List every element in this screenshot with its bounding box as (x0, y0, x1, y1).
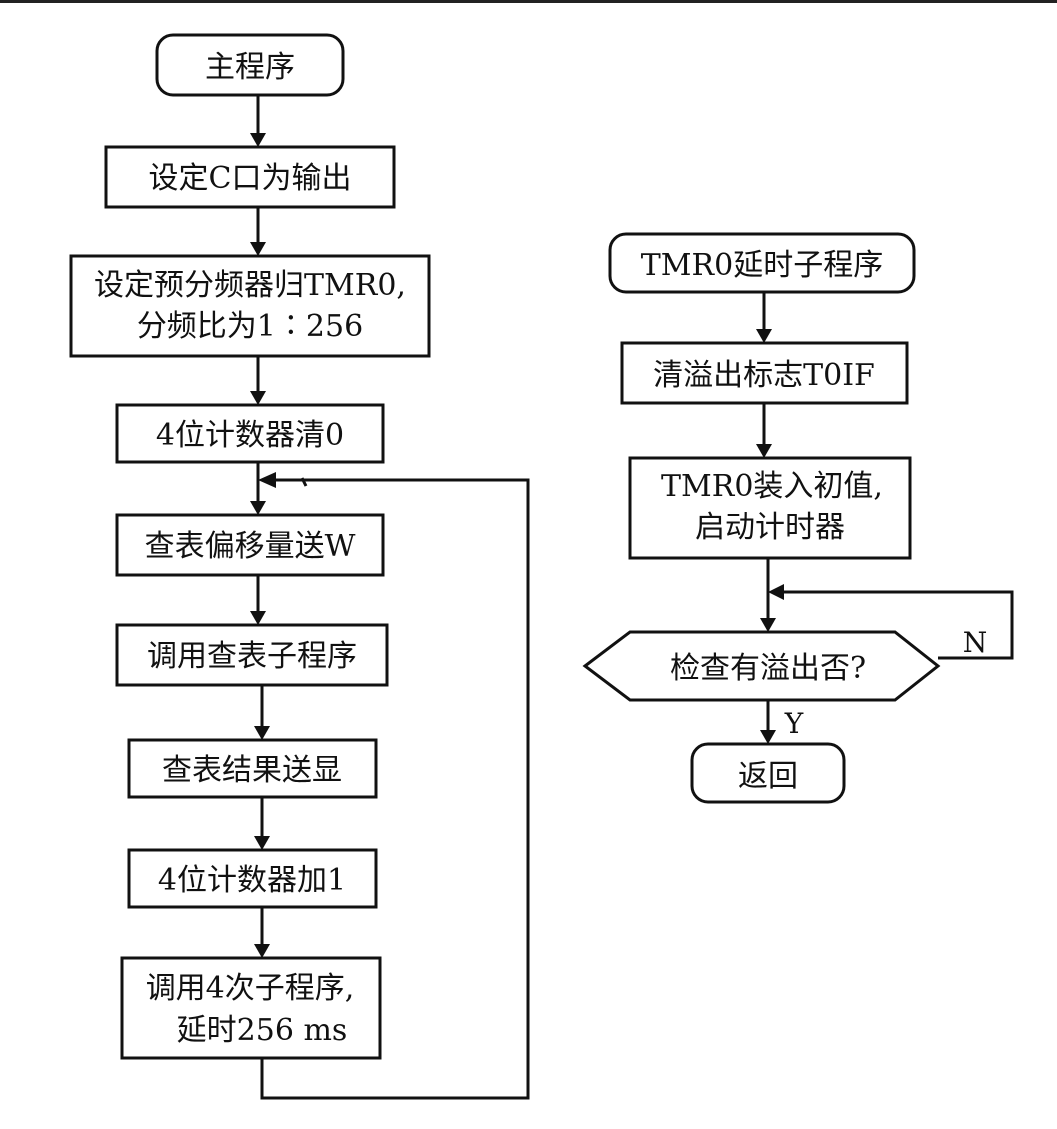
step-call-delay-line1: 调用4次子程序, (146, 971, 355, 1006)
yes-branch-label: Y (784, 707, 804, 740)
delay-start-label: TMR0延时子程序 (641, 248, 883, 283)
step-load-initial-value-line1: TMR0装入初值, (661, 469, 883, 504)
decision-overflow-check-label: 检查有溢出否? (670, 651, 866, 686)
delay-end-terminal: 返回 (690, 742, 846, 804)
decision-overflow-check: 检查有溢出否? (582, 630, 941, 702)
main-flow: 主程序 设定C口为输出 设定预分频器归TMR0, 分频比为1∶256 4位计数器… (69, 33, 530, 1100)
step-load-initial-value: TMR0装入初值, 启动计时器 (628, 456, 912, 560)
step-clear-overflow-flag: 清溢出标志T0IF (620, 341, 909, 405)
delay-start-terminal: TMR0延时子程序 (608, 232, 916, 294)
step-table-offset-label: 查表偏移量送W (145, 529, 356, 564)
no-loop-line (780, 590, 1014, 660)
no-branch-label: N (963, 626, 988, 659)
top-border-line (0, 0, 1057, 3)
step-set-prescaler: 设定预分频器归TMR0, 分频比为1∶256 (69, 254, 431, 358)
main-connectors (250, 95, 530, 1100)
step-set-prescaler-line1: 设定预分频器归TMR0, (94, 268, 406, 303)
step-call-lookup-label: 调用查表子程序 (147, 639, 357, 674)
loop-tick-mark (300, 477, 308, 487)
step-clear-counter-label: 4位计数器清0 (156, 418, 344, 453)
step-increment-counter: 4位计数器加1 (127, 848, 378, 909)
main-start-label: 主程序 (205, 50, 295, 85)
step-increment-counter-label: 4位计数器加1 (158, 863, 346, 898)
step-table-offset: 查表偏移量送W (115, 513, 385, 577)
step-set-port-c-output-label: 设定C口为输出 (149, 161, 352, 196)
step-load-initial-value-line2: 启动计时器 (695, 510, 845, 545)
step-clear-overflow-flag-label: 清溢出标志T0IF (653, 358, 875, 393)
loop-back-line (260, 478, 530, 1100)
step-clear-counter: 4位计数器清0 (115, 403, 385, 464)
main-start-terminal: 主程序 (155, 33, 345, 97)
step-call-delay-line2: 延时256 ms (177, 1013, 348, 1048)
step-call-lookup: 调用查表子程序 (115, 623, 389, 687)
delay-flow: TMR0延时子程序 清溢出标志T0IF TMR0装入初值, 启动计时器 检查有溢… (582, 232, 1014, 804)
delay-connectors (756, 292, 1014, 744)
step-call-delay: 调用4次子程序, 延时256 ms (120, 956, 382, 1060)
step-display-result-label: 查表结果送显 (162, 753, 342, 788)
step-set-prescaler-line2: 分频比为1∶256 (137, 309, 363, 344)
step-set-port-c-output: 设定C口为输出 (104, 145, 396, 209)
step-display-result: 查表结果送显 (127, 738, 378, 799)
delay-end-label: 返回 (738, 759, 798, 794)
